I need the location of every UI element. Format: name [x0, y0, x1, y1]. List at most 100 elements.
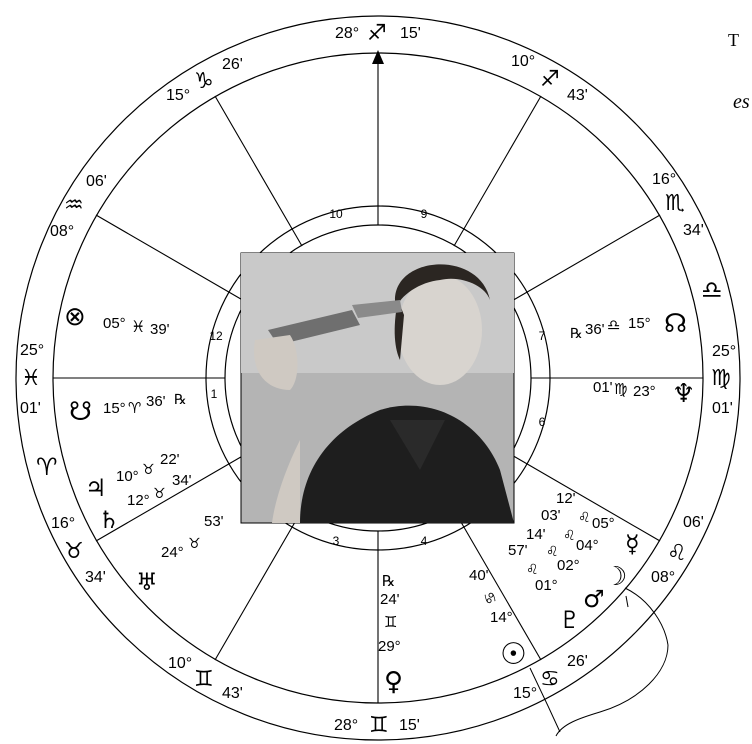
north-node-degree: 15° — [628, 315, 651, 332]
neptune: 01' ♍ 23° ♆ — [593, 379, 695, 409]
moon-minutes: 03' — [541, 507, 561, 524]
north-node-minutes: 36' — [585, 321, 605, 338]
taurus-sign-icon: ♉ — [188, 536, 201, 552]
cusp-ic: 28° ♊ 15' — [334, 713, 420, 738]
cusp-line-5 — [215, 510, 302, 660]
venus-minutes: 24' — [380, 591, 400, 608]
house-number-9: 9 — [421, 207, 428, 221]
south-node: ☋ 15° ♈ 36' ℞ — [69, 392, 187, 427]
mars-minutes: 14' — [526, 526, 546, 543]
cusp-12-degree: 16° — [652, 171, 676, 188]
portrait-photo — [241, 253, 514, 523]
north-node: ℞ 36' ♎ 15° ☊ — [570, 309, 687, 342]
mercury-minutes: 12' — [556, 490, 576, 507]
sun: 40' ♋ 14° ☉ — [469, 567, 527, 672]
mercury-degree: 05° — [592, 515, 615, 532]
house-number-10: 10 — [329, 207, 343, 221]
cusp-line-2 — [96, 215, 246, 302]
neptune-icon: ♆ — [672, 379, 695, 409]
cusp-3: 15° ♑ 26' — [166, 56, 243, 104]
retrograde-icon: ℞ — [382, 572, 395, 590]
cancer-sign-icon: ♋ — [540, 667, 560, 692]
taurus-sign-icon: ♉ — [64, 539, 84, 564]
cusp-9-minutes: 26' — [567, 653, 588, 670]
sun-minutes: 40' — [469, 567, 489, 584]
saturn-degree: 12° — [127, 492, 150, 509]
uranus-minutes: 53' — [204, 513, 224, 530]
cusp-mc: 28° ♐ 15' — [335, 21, 421, 46]
portrait-face — [398, 275, 482, 385]
cancer-sign-icon: ♋ — [479, 590, 498, 607]
taurus-sign-icon: ♉ — [142, 462, 155, 478]
jupiter-degree: 10° — [116, 468, 139, 485]
sagittarius-sign-icon: ♐ — [367, 21, 387, 46]
venus-icon: ♀ — [384, 667, 403, 697]
moon-degree: 04° — [576, 537, 599, 554]
pluto-minutes: 57' — [508, 542, 528, 559]
south-node-minutes: 36' — [146, 393, 166, 410]
cusp-11-minutes: 43' — [567, 87, 588, 104]
annotation-stroke — [626, 596, 628, 607]
aries-sign-icon: ♈ — [128, 399, 141, 417]
mercury-icon: ☿ — [625, 530, 640, 558]
cusp-2-degree: 08° — [50, 223, 74, 240]
sagittarius-sign-icon: ♐ — [540, 67, 560, 92]
fortune-degree: 05° — [103, 315, 126, 332]
edge-text-top-left: T — [728, 30, 739, 50]
house-number-7: 7 — [539, 329, 546, 343]
cusp-asc-minutes: 01' — [20, 400, 41, 417]
cusp-8-degree: 08° — [651, 569, 675, 586]
part-of-fortune: ⊗ 05° ♓ 39' — [64, 302, 170, 338]
part-of-fortune-icon: ⊗ — [64, 302, 86, 332]
cusp-5: 10° ♊ 43' — [168, 655, 243, 702]
virgo-sign-icon: ♍ — [614, 380, 627, 398]
saturn-icon: ♄ — [98, 506, 120, 534]
cusp-3-degree: 15° — [166, 87, 190, 104]
pluto-degree: 01° — [535, 577, 558, 594]
pluto: 57' ♌ 01° ♇ — [508, 542, 581, 634]
south-node-icon: ☋ — [69, 397, 92, 427]
cusp-11: 10° ♐ 43' — [511, 53, 588, 104]
cusp-9-degree: 15° — [513, 685, 537, 702]
cusp-ic-minutes: 15' — [399, 717, 420, 734]
cusp-5-minutes: 43' — [222, 685, 243, 702]
uranus-degree: 24° — [161, 544, 184, 561]
north-node-icon: ☊ — [664, 309, 687, 339]
pisces-sign-icon: ♓ — [131, 317, 145, 336]
cusp-mc-degree: 28° — [335, 25, 359, 42]
house-number-12: 12 — [209, 329, 223, 343]
venus: ℞ 24' ♊ 29° ♀ — [378, 572, 403, 697]
libra-sign-icon: ♎ — [701, 276, 723, 304]
aquarius-sign-icon: ♒ — [64, 193, 84, 218]
jupiter-icon: ♃ — [85, 474, 107, 502]
neptune-minutes: 01' — [593, 379, 613, 396]
cusp-asc-degree: 25° — [20, 342, 44, 359]
sun-degree: 14° — [490, 609, 513, 626]
neptune-degree: 23° — [633, 383, 656, 400]
jupiter-minutes: 22' — [160, 451, 180, 468]
mc-arrowhead — [372, 50, 384, 64]
mars-icon: ♂ — [583, 585, 605, 613]
retrograde-icon: ℞ — [570, 326, 583, 342]
leo-sign-icon: ♌ — [563, 528, 576, 544]
cusp-line-3 — [215, 96, 302, 246]
cusp-desc: 25° ♍ 01' — [711, 343, 736, 417]
cusp-8-minutes: 06' — [683, 514, 704, 531]
capricorn-sign-icon: ♑ — [194, 69, 214, 94]
cusp-12-minutes: 34' — [683, 222, 704, 239]
saturn: 12° ♉ 34' ♄ — [98, 472, 192, 534]
cusp-4-degree: 16° — [51, 515, 75, 532]
cusp-2-minutes: 06' — [86, 173, 107, 190]
cusp-desc-minutes: 01' — [712, 400, 733, 417]
taurus-sign-icon: ♉ — [153, 486, 166, 502]
cusp-desc-degree: 25° — [712, 343, 736, 360]
sun-icon: ☉ — [500, 637, 527, 672]
gemini-sign-icon: ♊ — [369, 713, 389, 738]
cusp-3-minutes: 26' — [222, 56, 243, 73]
saturn-minutes: 34' — [172, 472, 192, 489]
edge-text-italic: es — [733, 91, 750, 113]
scorpio-sign-icon: ♏ — [665, 191, 685, 216]
house-number-1: 1 — [211, 387, 218, 401]
